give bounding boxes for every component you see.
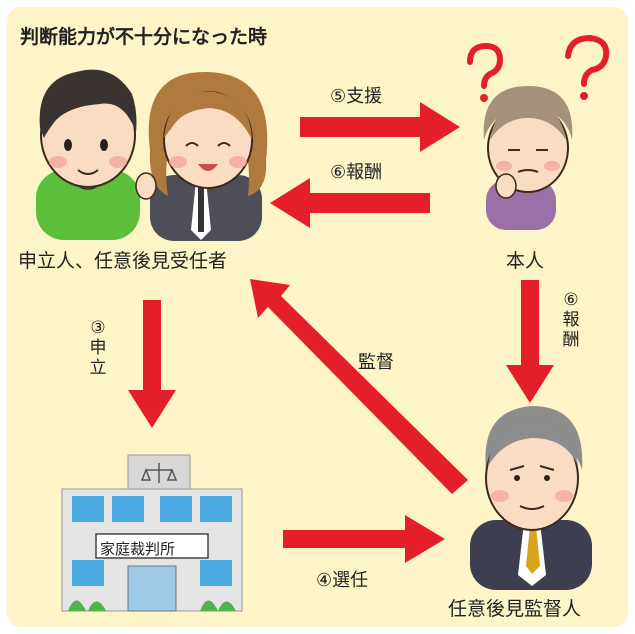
- appointee-woman-illustration: [135, 71, 268, 241]
- node-court-label: 家庭裁判所: [100, 540, 176, 558]
- edge-appointment-label: ④選任: [316, 570, 369, 591]
- edge-petition-label: ③ 申 立: [83, 318, 113, 378]
- edge-petition-char: ③: [90, 318, 106, 338]
- arrow-support: [300, 102, 460, 152]
- edge-fee-to-supervisor-label: ⑥ 報 酬: [556, 290, 586, 350]
- edge-fee-char: 報: [562, 310, 580, 330]
- question-mark-icon: [467, 42, 504, 102]
- arrow-fee-to-applicant: [270, 178, 430, 228]
- edge-petition-char: 申: [89, 338, 107, 358]
- edge-fee-char: 酬: [562, 330, 580, 350]
- arrow-petition: [128, 300, 176, 428]
- node-supervisor-label: 任意後見監督人: [448, 598, 582, 620]
- edge-oversight-label: 監督: [358, 352, 394, 373]
- applicant-man-illustration: [36, 69, 140, 240]
- node-principal-label: 本人: [506, 250, 545, 272]
- principal-elderly-woman-illustration: [483, 86, 573, 230]
- arrow-oversight: [250, 279, 468, 494]
- arrow-appointment: [283, 515, 445, 563]
- edge-fee-char: ⑥: [563, 290, 579, 310]
- question-mark-icon: [565, 34, 610, 100]
- court-building-illustration: [61, 454, 243, 612]
- edge-fee-to-applicant-label: ⑥報酬: [330, 162, 383, 183]
- edge-support-label: ⑤支援: [330, 86, 383, 107]
- node-applicants-label: 申立人、任意後見受任者: [18, 250, 228, 272]
- supervisor-man-illustration: [470, 406, 592, 590]
- diagram-title: 判断能力が不十分になった時: [20, 26, 268, 48]
- edge-petition-char: 立: [89, 358, 107, 378]
- arrow-fee-to-supervisor: [506, 280, 554, 403]
